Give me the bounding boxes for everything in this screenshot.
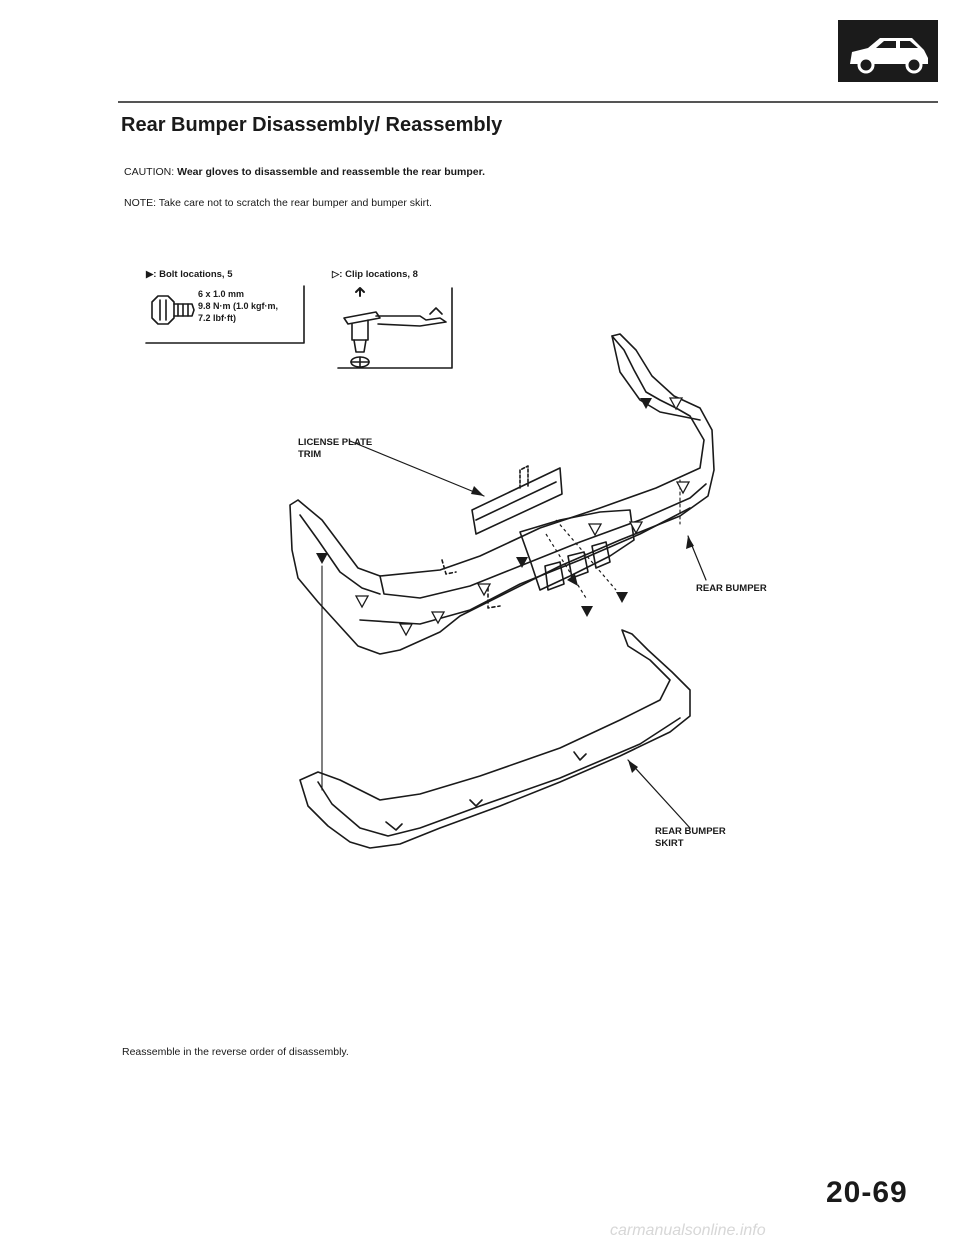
- rear-bumper-label-text: REAR BUMPER: [696, 583, 767, 594]
- bolt-torque-nm: 9.8 N·m (1.0 kgf·m,: [198, 301, 279, 311]
- license-plate-trim-label: LICENSE PLATE TRIM: [298, 437, 372, 461]
- bolt-marker-4: [581, 606, 593, 617]
- clip-markers: [354, 397, 691, 637]
- clip-marker-8: [675, 481, 691, 495]
- clip-icon: [343, 287, 447, 368]
- bolt-inset-border: [145, 285, 305, 344]
- caution-label: CAUTION:: [124, 166, 175, 178]
- caution-text: Wear gloves to disassemble and reassembl…: [177, 166, 486, 178]
- bolt-marker-1: [316, 553, 328, 564]
- car-icon: [838, 20, 938, 82]
- bolt-markers: [316, 398, 652, 617]
- clip-marker-1: [354, 595, 370, 609]
- clip-marker-3: [430, 611, 446, 625]
- clip-marker-5: [587, 523, 603, 537]
- clip-marker-7: [668, 397, 684, 411]
- clip-legend: ▷: Clip locations, 8: [332, 269, 418, 280]
- header-rule: [118, 101, 938, 103]
- clip-marker-2: [398, 623, 414, 637]
- license-plate-trim: [471, 465, 563, 535]
- bolt-size: 6 x 1.0 mm: [198, 289, 245, 299]
- skirt-label-line2: SKIRT: [655, 838, 684, 849]
- clip-marker-4: [476, 583, 492, 597]
- skirt-label-line1: REAR BUMPER: [655, 826, 726, 837]
- bolt-torque-lbf: 7.2 lbf·ft): [198, 313, 236, 323]
- page-number: 20-69: [826, 1176, 908, 1209]
- bolt-legend: ▶: Bolt locations, 5: [146, 269, 233, 280]
- bolt-icon: [151, 295, 195, 325]
- bolt-spec: 6 x 1.0 mm 9.8 N·m (1.0 kgf·m, 7.2 lbf·f…: [198, 288, 278, 324]
- bolt-marker-5: [616, 592, 628, 603]
- footer-note: Reassemble in the reverse order of disas…: [122, 1046, 349, 1058]
- clip-marker-6: [628, 521, 644, 535]
- bolt-marker-2: [516, 557, 528, 568]
- license-label-line2: TRIM: [298, 449, 322, 460]
- caution-note: CAUTION: Wear gloves to disassemble and …: [124, 166, 485, 178]
- watermark: carmanualsonline.info: [610, 1222, 766, 1239]
- bolt-marker-3: [640, 398, 652, 409]
- rear-bumper-label: REAR BUMPER: [696, 583, 767, 595]
- clip-inset-border: [337, 287, 453, 369]
- leader-license: [349, 440, 485, 497]
- rear-bumper-skirt-label: REAR BUMPER SKIRT: [655, 826, 726, 850]
- note-text: NOTE: Take care not to scratch the rear …: [124, 197, 432, 209]
- page-title: Rear Bumper Disassembly/ Reassembly: [121, 114, 503, 136]
- bolt-marker-6: [567, 574, 578, 586]
- leader-skirt: [627, 759, 691, 829]
- rear-bumper-skirt-shape: [299, 629, 691, 849]
- rear-bumper-shape: [289, 333, 715, 655]
- license-label-line1: LICENSE PLATE: [298, 437, 373, 448]
